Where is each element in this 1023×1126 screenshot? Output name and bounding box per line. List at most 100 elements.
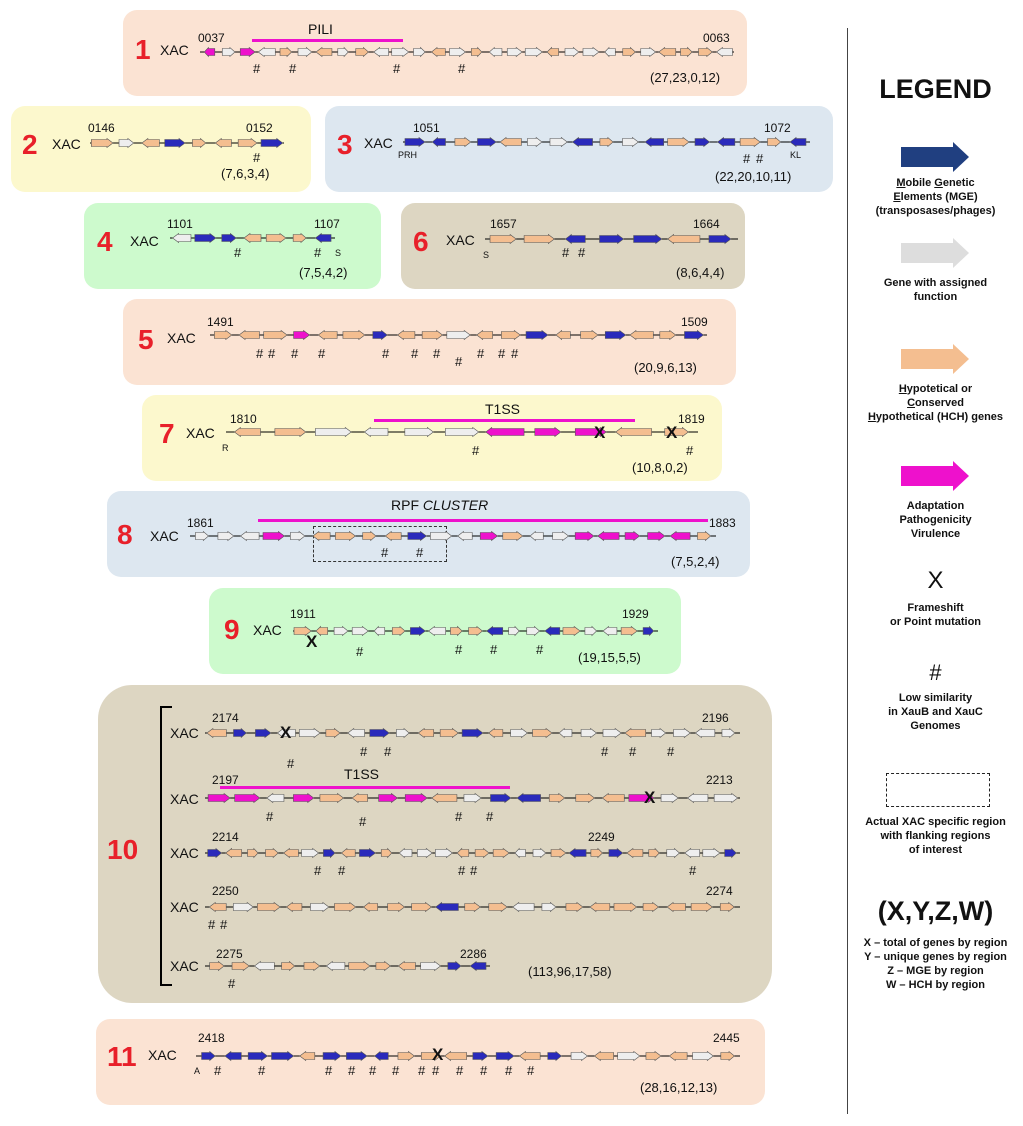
hch-gene-arrow-icon xyxy=(901,344,969,374)
gene-arrow xyxy=(283,847,299,859)
low-similarity-mark: # xyxy=(208,917,216,932)
gene-start-id: 2214 xyxy=(212,830,239,844)
flank-label: KL xyxy=(790,150,802,160)
gene-arrow xyxy=(373,625,386,637)
legend-panel: LEGEND Mobile Genetic Elements (MGE) (tr… xyxy=(848,0,1023,1126)
region-11-panel xyxy=(96,1019,765,1105)
gene-arrow xyxy=(449,46,466,58)
hash-symbol: # xyxy=(929,660,942,685)
gene-arrow xyxy=(411,901,432,913)
region-summary: (20,9,6,13) xyxy=(634,360,697,375)
gene-start-id: 1861 xyxy=(187,516,214,530)
gene-arrow xyxy=(548,792,566,804)
gene-arrow xyxy=(263,329,288,341)
low-similarity-mark: # xyxy=(393,61,401,76)
gene-arrow xyxy=(369,727,390,739)
gene-arrow xyxy=(476,329,493,341)
gene-arrow xyxy=(694,727,716,739)
gene-arrow xyxy=(717,136,736,148)
region-6-panel xyxy=(401,203,745,289)
gene-arrow xyxy=(659,329,677,341)
region-number: 11 xyxy=(107,1041,137,1072)
gene-end-id: 1929 xyxy=(622,607,649,621)
gene-arrow xyxy=(574,426,607,438)
gene-arrow xyxy=(118,137,135,149)
gene-arrow xyxy=(599,233,625,245)
gene-arrow xyxy=(645,1050,662,1062)
gene-arrow xyxy=(615,426,652,438)
gene-arrow xyxy=(225,847,242,859)
gene-arrow xyxy=(363,426,389,438)
gene-arrow xyxy=(514,847,526,859)
gene-arrow xyxy=(550,847,567,859)
gene-arrow xyxy=(721,727,736,739)
gene-arrow xyxy=(651,727,667,739)
gene-arrow xyxy=(315,625,328,637)
gene-arrow xyxy=(622,46,636,58)
low-similarity-mark: # xyxy=(511,346,519,361)
region-number: 8 xyxy=(117,519,133,550)
region-summary: (7,5,2,4) xyxy=(671,554,720,569)
gene-map-canvas xyxy=(90,46,810,1062)
gene-arrow xyxy=(720,1050,735,1062)
region-10-panel xyxy=(98,685,772,1003)
gene-arrow xyxy=(444,426,480,438)
gene-arrow xyxy=(325,960,346,972)
gene-arrow xyxy=(658,46,677,58)
gene-arrow xyxy=(642,901,660,913)
gene-arrow xyxy=(454,136,472,148)
low-similarity-mark: # xyxy=(382,346,390,361)
low-similarity-mark: # xyxy=(490,642,498,657)
gene-arrow xyxy=(396,727,410,739)
gene-arrow xyxy=(319,792,344,804)
gene-arrow xyxy=(194,232,217,244)
frameshift-mark: X xyxy=(432,1045,444,1064)
gene-arrow xyxy=(387,901,406,913)
gene-arrow xyxy=(485,426,525,438)
gene-arrow xyxy=(333,625,349,637)
gene-arrow xyxy=(207,792,231,804)
gene-arrow xyxy=(684,847,700,859)
rpf-cluster-bar xyxy=(258,519,708,522)
low-similarity-mark: # xyxy=(505,1063,513,1078)
xac-label: XAC xyxy=(167,330,196,346)
gene-arrow xyxy=(574,530,595,542)
gene-arrow xyxy=(265,232,287,244)
gene-arrow xyxy=(257,46,276,58)
region-summary: (19,15,5,5) xyxy=(578,650,641,665)
gene-arrow xyxy=(416,847,433,859)
gene-arrow xyxy=(322,1050,342,1062)
gene-arrow xyxy=(508,625,520,637)
gene-arrow xyxy=(739,136,761,148)
gene-start-id: 2418 xyxy=(198,1031,225,1045)
gene-arrow xyxy=(384,530,402,542)
gene-arrow xyxy=(680,46,693,58)
gene-arrow xyxy=(524,46,543,58)
gene-start-id: 1051 xyxy=(413,121,440,135)
region-number: 9 xyxy=(224,614,240,645)
gene-arrow xyxy=(708,233,732,245)
region-number: 4 xyxy=(97,226,113,257)
gene-arrow xyxy=(325,727,341,739)
gene-arrow xyxy=(255,727,272,739)
gene-start-id: 1101 xyxy=(167,217,193,231)
gene-arrow xyxy=(668,1050,688,1062)
region-summary: (10,8,0,2) xyxy=(632,460,688,475)
gene-arrow xyxy=(404,792,428,804)
low-similarity-mark: # xyxy=(268,346,276,361)
gene-arrow xyxy=(293,329,310,341)
flank-label: PRH xyxy=(398,150,418,160)
gene-arrow xyxy=(555,329,571,341)
gene-arrow xyxy=(502,530,524,542)
low-similarity-mark: # xyxy=(381,545,389,560)
gene-end-id: 0063 xyxy=(703,31,730,45)
gene-arrow xyxy=(666,847,680,859)
region-5-panel xyxy=(123,299,736,385)
xac-label: XAC xyxy=(170,725,199,741)
gene-arrows xyxy=(90,46,807,1062)
gene-arrow xyxy=(413,46,426,58)
gene-arrow xyxy=(789,136,807,148)
